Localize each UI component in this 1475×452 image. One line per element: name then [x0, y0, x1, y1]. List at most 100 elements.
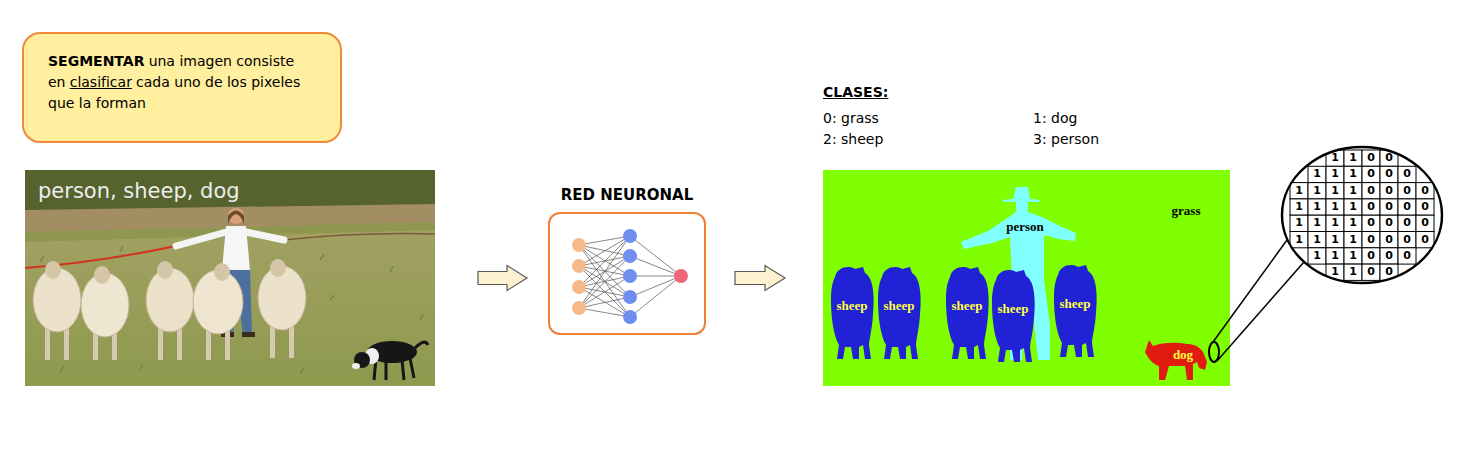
- node-text: RED NEURONAL: [548, 185, 706, 205]
- pixel-value: 1: [1331, 234, 1339, 246]
- output-neuron: [674, 269, 688, 283]
- node-text: sheep: [951, 298, 982, 313]
- pixel-cell: [1416, 215, 1434, 231]
- node-text: sheep: [883, 298, 914, 313]
- pixel-cell: [1344, 199, 1362, 215]
- network-box: RED NEURONAL: [548, 185, 706, 335]
- pixel-value: 0: [1367, 185, 1375, 197]
- leader-line: [1213, 240, 1287, 342]
- pixel-value: 1: [1349, 152, 1357, 164]
- pixel-cell: [1398, 215, 1416, 231]
- pixel-value: 0: [1385, 217, 1393, 229]
- region-outline: [992, 270, 1035, 362]
- input-neuron: [572, 301, 586, 315]
- pixel-value: 0: [1403, 250, 1411, 262]
- sheep-region: sheep: [876, 265, 922, 360]
- pixel-cell: [1380, 232, 1398, 248]
- node-text: sheep: [836, 298, 867, 313]
- leader-line: [1217, 262, 1304, 361]
- sheep-region: sheep: [944, 265, 990, 360]
- region-outline: [946, 267, 989, 359]
- network-frame: [548, 212, 706, 335]
- node-text: sheep: [997, 301, 1028, 316]
- region-shape: [876, 265, 922, 360]
- network-drawing: [572, 229, 688, 324]
- hidden-neuron: [623, 310, 637, 324]
- pixel-cell: [1362, 264, 1380, 280]
- pixel-cell: [1326, 248, 1344, 264]
- hidden-neuron: [623, 249, 637, 263]
- sheep-region: sheep: [1052, 263, 1098, 358]
- pixel-value: 1: [1331, 217, 1339, 229]
- pixel-value: 1: [1331, 152, 1339, 164]
- pixel-cell: [1290, 215, 1308, 231]
- pixel-value: 0: [1421, 234, 1429, 246]
- class-label: 0: grass: [823, 109, 879, 127]
- node-text: grass: [1172, 203, 1201, 218]
- node-text: sheep: [1059, 296, 1090, 311]
- pixel-value: 0: [1367, 234, 1375, 246]
- pixel-value: 1: [1313, 168, 1321, 180]
- photo-ground: [25, 170, 435, 386]
- pixel-cell: [1362, 199, 1380, 215]
- pixel-cell: [1380, 248, 1398, 264]
- node-text: SEGMENTAR: [48, 53, 144, 69]
- node-text: person, sheep, dog: [38, 178, 422, 204]
- input-neuron: [572, 280, 586, 294]
- pixel-value: 1: [1295, 201, 1303, 213]
- region-shape: [829, 265, 875, 360]
- pixel-cell: [1398, 232, 1416, 248]
- pixel-cell: [1398, 248, 1416, 264]
- zoom-marker: [1209, 342, 1219, 362]
- photo-hedge: [25, 170, 435, 210]
- pixel-cell: [1362, 166, 1380, 182]
- pixel-value: 1: [1349, 250, 1357, 262]
- pixel-cell: [1362, 183, 1380, 199]
- region-shape: [990, 268, 1036, 363]
- pixel-value: 0: [1367, 152, 1375, 164]
- pixel-value: 0: [1367, 266, 1375, 278]
- pixel-value: 0: [1385, 168, 1393, 180]
- pixel-cell: [1326, 199, 1344, 215]
- network-links: [579, 236, 681, 317]
- hidden-neuron: [623, 229, 637, 243]
- map-ground: [823, 170, 1230, 386]
- input-neuron: [572, 259, 586, 273]
- pixel-value: 1: [1331, 201, 1339, 213]
- pixel-cell: [1326, 215, 1344, 231]
- pixel-cell: [1362, 215, 1380, 231]
- pixel-cell: [1308, 199, 1326, 215]
- block-arrow: [478, 266, 527, 291]
- pixel-cell: [1290, 183, 1308, 199]
- pixel-grid: [1290, 150, 1434, 280]
- pixel-cell: [1344, 232, 1362, 248]
- pixel-value: 0: [1385, 234, 1393, 246]
- region-shape: [1052, 263, 1098, 358]
- pixel-value: 0: [1421, 185, 1429, 197]
- pixel-value: 1: [1295, 185, 1303, 197]
- region-outline: [831, 267, 874, 359]
- hidden-neuron: [623, 290, 637, 304]
- pixel-value: 0: [1403, 234, 1411, 246]
- pixel-cell: [1344, 248, 1362, 264]
- pixel-value: 0: [1421, 217, 1429, 229]
- zoom-circle: [1282, 147, 1442, 283]
- region-outline: [878, 267, 921, 359]
- pixel-value: 0: [1367, 201, 1375, 213]
- pixel-value: 0: [1403, 168, 1411, 180]
- pixel-cell: [1380, 215, 1398, 231]
- field-photo: [25, 170, 435, 386]
- pixel-cell: [1398, 199, 1416, 215]
- pixel-cell: [1362, 232, 1380, 248]
- pixel-cell: [1308, 215, 1326, 231]
- segmentation-map: grasspersonsheepsheepsheepsheepsheepdog: [823, 170, 1230, 386]
- input-neuron: [572, 238, 586, 252]
- sheep-figure: [146, 261, 194, 360]
- pixel-cell: [1344, 264, 1362, 280]
- pixel-cell: [1362, 150, 1380, 166]
- region-outline: [1145, 340, 1207, 380]
- pixel-value: 1: [1349, 234, 1357, 246]
- pixel-value: 0: [1385, 152, 1393, 164]
- pixel-cell: [1308, 248, 1326, 264]
- pixel-cell: [1326, 232, 1344, 248]
